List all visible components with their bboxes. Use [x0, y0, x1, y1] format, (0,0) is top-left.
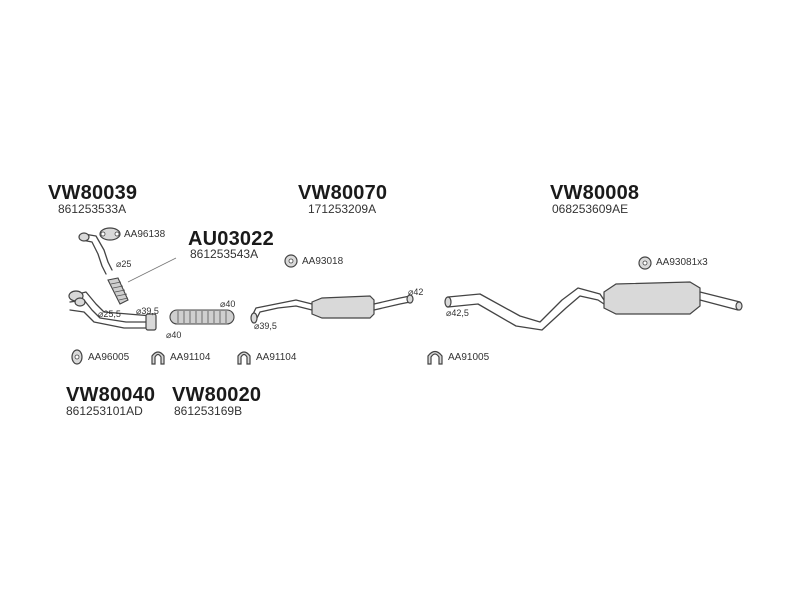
diameter-label: ⌀42: [408, 287, 424, 297]
intermediate-flex-drawing: [169, 309, 235, 325]
middle-silencer-drawing: [250, 294, 414, 324]
flex-pipe-drawing: [107, 277, 129, 305]
accessory-label-gasket-top: AA96138: [124, 229, 166, 240]
part-code-vw80039: VW80039: [48, 182, 138, 204]
accessory-label-gasket-manifold: AA96005: [88, 352, 130, 363]
manifold-pipe-drawing: [68, 290, 157, 331]
rear-silencer-drawing: [444, 281, 743, 331]
accessory-label-clamp-2: AA91104: [256, 352, 297, 363]
diameter-label: ⌀39,5: [136, 306, 159, 316]
diameter-label: ⌀40: [166, 330, 182, 340]
accessory-label-clamp-3: AA91005: [448, 352, 490, 363]
accessory-label-clamp-1: AA91104: [170, 352, 211, 363]
accessory-label-clamp-mid: AA93018: [302, 256, 344, 267]
part-code-vw80008: VW80008: [550, 182, 640, 204]
accessory-label-hanger-rear: AA93081x3: [656, 257, 708, 268]
diameter-label: ⌀25,5: [98, 309, 121, 319]
diameter-label: ⌀39,5: [254, 321, 277, 331]
part-code-vw80020: VW80020: [172, 384, 262, 406]
clamp-icon-aa93018: [284, 254, 298, 268]
part-code-vw80040: VW80040: [66, 384, 156, 406]
part-code-vw80070: VW80070: [298, 182, 388, 204]
oe-number-vw80070: 171253209A: [308, 202, 377, 216]
oe-number-au03022: 861253543A: [190, 247, 259, 261]
diameter-label: ⌀25: [116, 259, 132, 269]
clamp-icon-aa91005: [427, 350, 443, 365]
oe-number-vw80020: 861253169B: [174, 404, 243, 418]
front-pipe-upper-drawing: [78, 232, 113, 275]
diameter-label: ⌀40: [220, 299, 236, 309]
clamp-icon-aa91104-2: [237, 351, 251, 365]
clamp-icon-aa91104-1: [151, 351, 165, 365]
oe-number-vw80039: 861253533A: [58, 202, 127, 216]
oe-number-vw80008: 068253609AE: [552, 202, 629, 216]
part-code-au03022: AU03022: [188, 228, 274, 250]
gasket-icon: [99, 227, 121, 241]
hanger-icon-aa93081: [638, 256, 652, 270]
oe-number-vw80040: 861253101AD: [66, 404, 143, 418]
gasket-icon-aa96005: [71, 349, 83, 365]
diameter-label: ⌀42,5: [446, 308, 469, 318]
